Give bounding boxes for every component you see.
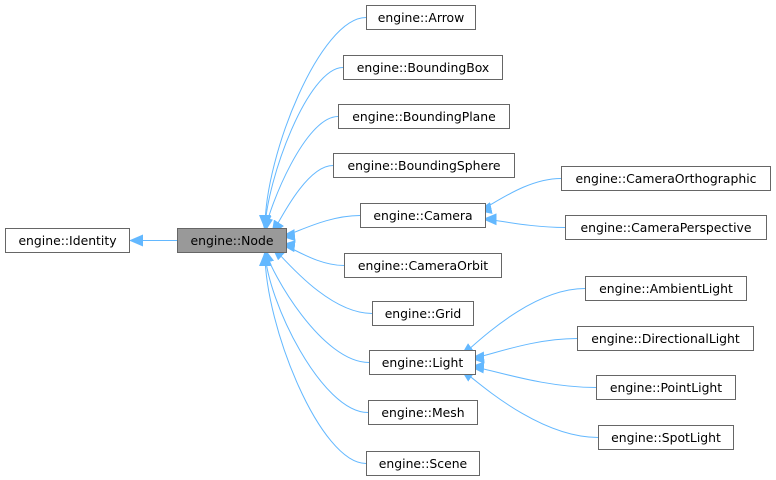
node-scene-label: engine::Scene — [378, 456, 468, 471]
node-camera-orthographic-label: engine::CameraOrthographic — [575, 171, 757, 186]
node-camera-perspective-label: engine::CameraPerspective — [580, 220, 752, 235]
node-camera[interactable]: engine::Camera — [360, 203, 486, 228]
node-directional-light-label: engine::DirectionalLight — [591, 331, 740, 346]
node-bounding-plane-label: engine::BoundingPlane — [352, 109, 496, 124]
edge-mesh-to-node — [259, 251, 369, 413]
node-bounding-sphere-label: engine::BoundingSphere — [347, 158, 501, 173]
edge-bounding-plane-to-node — [261, 116, 339, 233]
node-bounding-sphere[interactable]: engine::BoundingSphere — [333, 153, 515, 178]
node-ambient-light-label: engine::AmbientLight — [599, 281, 733, 296]
node-light-label: engine::Light — [381, 355, 464, 370]
node-mesh-label: engine::Mesh — [381, 405, 465, 420]
node-spot-light[interactable]: engine::SpotLight — [598, 425, 734, 450]
node-ambient-light[interactable]: engine::AmbientLight — [585, 276, 747, 301]
edge-scene-to-node — [259, 252, 367, 464]
edge-camera-to-node — [281, 215, 361, 242]
node-point-light[interactable]: engine::PointLight — [596, 375, 736, 400]
edge-camera-perspective-to-camera — [482, 213, 566, 228]
node-camera-perspective[interactable]: engine::CameraPerspective — [565, 215, 767, 240]
edge-camera-orthographic-to-camera — [477, 178, 562, 214]
node-bounding-plane[interactable]: engine::BoundingPlane — [338, 104, 510, 129]
edge-directional-light-to-light — [470, 338, 578, 364]
node-camera-orthographic[interactable]: engine::CameraOrthographic — [561, 166, 771, 191]
node-point-light-label: engine::PointLight — [609, 380, 723, 395]
node-camera-orbit[interactable]: engine::CameraOrbit — [344, 253, 502, 278]
node-mesh[interactable]: engine::Mesh — [368, 400, 478, 425]
node-spot-light-label: engine::SpotLight — [611, 430, 721, 445]
node-arrow[interactable]: engine::Arrow — [366, 5, 476, 30]
node-bounding-box-label: engine::BoundingBox — [356, 60, 490, 75]
node-node: engine::Node — [177, 228, 287, 253]
node-identity[interactable]: engine::Identity — [5, 228, 130, 253]
edge-arrow-to-node — [259, 17, 367, 229]
node-node-label: engine::Node — [190, 233, 274, 248]
edge-bounding-sphere-to-node — [271, 165, 334, 235]
node-grid-label: engine::Grid — [384, 306, 462, 321]
edge-bounding-box-to-node — [259, 67, 344, 230]
node-camera-orbit-label: engine::CameraOrbit — [357, 258, 489, 273]
node-grid[interactable]: engine::Grid — [372, 301, 474, 326]
node-arrow-label: engine::Arrow — [377, 10, 465, 25]
node-identity-label: engine::Identity — [18, 233, 117, 248]
edge-point-light-to-light — [470, 361, 597, 388]
node-light[interactable]: engine::Light — [369, 350, 476, 375]
node-directional-light[interactable]: engine::DirectionalLight — [577, 326, 754, 351]
edge-camera-orbit-to-node — [281, 240, 345, 266]
node-bounding-box[interactable]: engine::BoundingBox — [343, 55, 503, 80]
node-scene[interactable]: engine::Scene — [366, 451, 480, 476]
node-camera-label: engine::Camera — [373, 208, 473, 223]
